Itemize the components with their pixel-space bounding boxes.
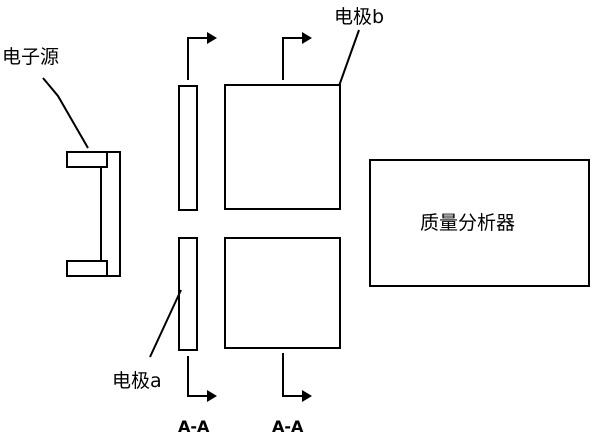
electrode-a xyxy=(178,85,198,351)
electrode-a-lower-plate xyxy=(178,237,198,351)
electrode-b-label: 电极b xyxy=(334,6,384,28)
electrode-b-leader xyxy=(338,29,360,87)
mass-analyzer-box xyxy=(369,159,590,287)
arrow-right-icon xyxy=(302,32,312,44)
electron-source-leader xyxy=(42,77,89,149)
electrode-b-lower-block xyxy=(224,237,341,349)
electron-source-lower-arm xyxy=(66,260,108,277)
electron-source xyxy=(66,151,121,277)
section-marker-top-b xyxy=(282,32,312,80)
electron-source-back-plate xyxy=(100,151,121,277)
section-label-b: A-A xyxy=(272,417,304,436)
section-marker-top-a xyxy=(187,32,217,80)
mass-analyzer-label: 质量分析器 xyxy=(420,212,515,234)
section-marker-bottom-b xyxy=(282,353,312,402)
arrow-right-icon xyxy=(207,390,217,402)
electrode-a-upper-plate xyxy=(178,85,198,211)
electrode-b-upper-block xyxy=(224,84,341,210)
arrow-right-icon xyxy=(302,390,312,402)
section-marker-bottom-a xyxy=(187,356,217,402)
arrow-right-icon xyxy=(207,32,217,44)
electron-source-upper-arm xyxy=(66,151,108,168)
electrode-a-label: 电极a xyxy=(112,370,162,392)
section-label-a: A-A xyxy=(178,417,210,436)
electrode-a-leader xyxy=(149,289,182,358)
electrode-b xyxy=(224,84,341,349)
electron-source-label: 电子源 xyxy=(2,46,59,68)
